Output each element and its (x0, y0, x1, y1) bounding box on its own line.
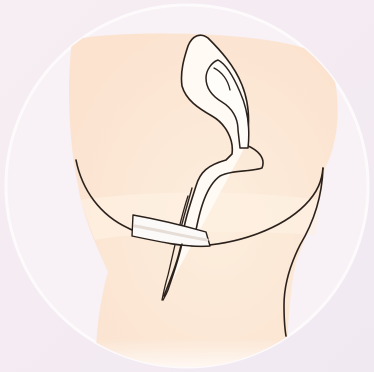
anatomy-illustration (0, 0, 374, 372)
anatomy-illustration-stage (0, 0, 374, 372)
